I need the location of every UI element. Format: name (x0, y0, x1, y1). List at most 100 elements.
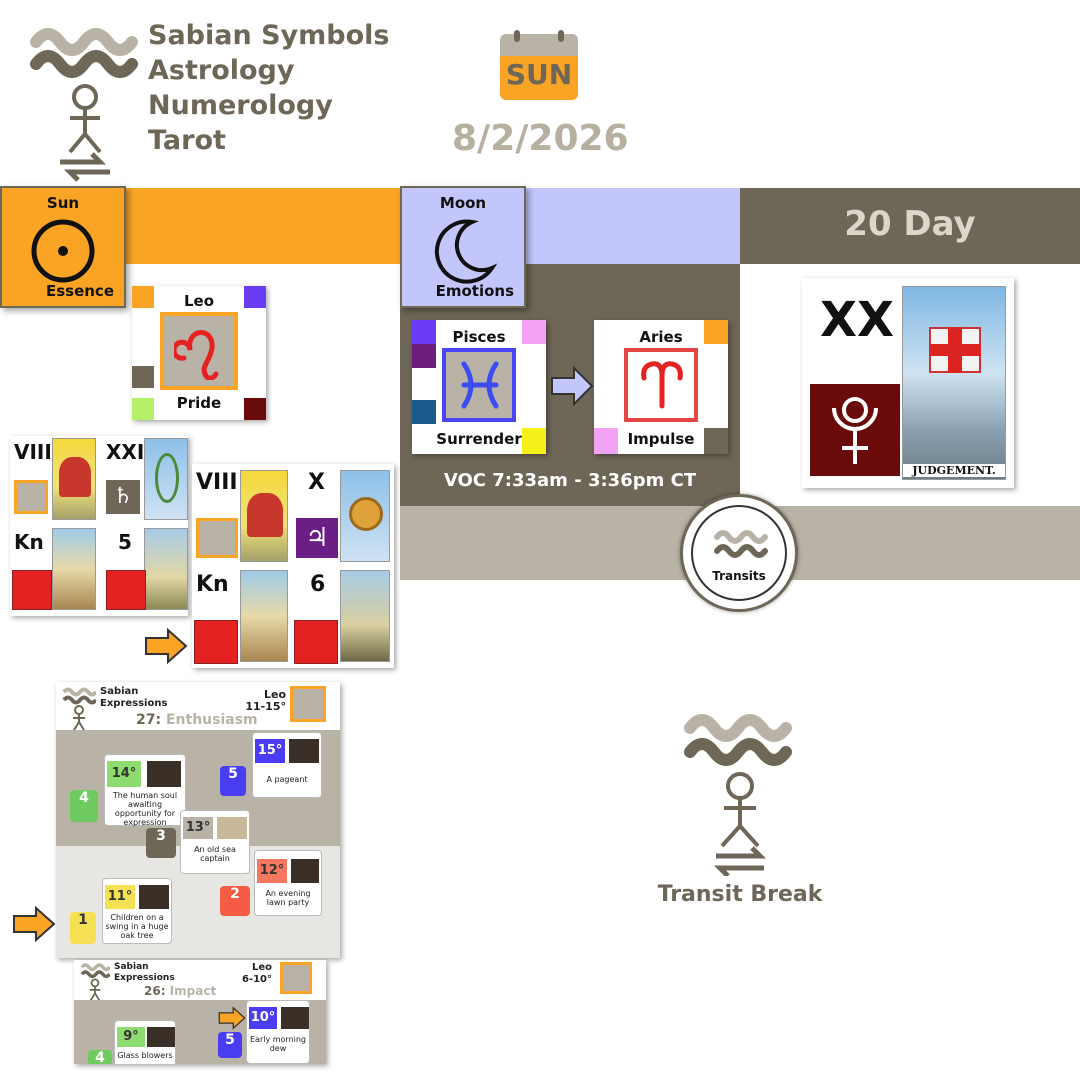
sabian-prev-theme: Impact (169, 984, 217, 998)
strength-card-large (240, 470, 288, 562)
sabian-prev-num-10: 5 (218, 1032, 242, 1058)
tarot-small-numeral-4: 5 (118, 530, 132, 554)
moon-to-sign-keyword: Impulse (627, 430, 695, 448)
sun-symbol-icon (31, 219, 95, 283)
six-wands-card-large (340, 570, 390, 662)
tarot-grid-small: VIII XXI ♄ Kn 5 (10, 436, 188, 616)
sabian-num-11: 1 (70, 912, 96, 944)
moon-box: Moon Emotions (400, 186, 526, 308)
day-card[interactable]: XX JUDGEMENT. (802, 278, 1014, 488)
tarot-small-numeral-3: Kn (14, 530, 44, 554)
knight-wands-card-large (240, 570, 288, 662)
tarot-large-numeral-1: VIII (196, 470, 238, 495)
sabian-main-number: 27: (136, 712, 162, 728)
sabian-text-14: The human soul awaiting opportunity for … (112, 791, 178, 827)
day-band (740, 188, 1080, 264)
sabian-prev-deg-10: 10° (249, 1007, 277, 1029)
aries-glyph-icon (641, 361, 683, 409)
wheel-card-large (340, 470, 390, 562)
transits-button[interactable]: Transits (680, 494, 798, 612)
arrow-right-icon (218, 1006, 246, 1030)
sun-title: Sun (46, 194, 80, 212)
sabian-prev-num-9: 4 (88, 1050, 112, 1064)
saturn-glyph-icon: ♄ (106, 480, 140, 514)
moon-title: Moon (439, 194, 487, 212)
sabian-text-15: A pageant (266, 775, 308, 784)
tarot-large-numeral-2: X (308, 470, 325, 495)
sabian-deg-15: 15° (255, 739, 285, 763)
sabian-figure-logo-icon (30, 28, 138, 182)
leo-glyph-icon (174, 330, 219, 380)
sabian-prev-item-10[interactable]: 10° Early morning dew (246, 1000, 310, 1064)
knight-wands-card-small (52, 528, 96, 610)
moon-subtitle: Emotions (435, 282, 514, 300)
calendar-icon: SUN (500, 30, 578, 100)
sabian-item-13[interactable]: 13° An old sea captain (180, 810, 250, 874)
moon-from-sign-card[interactable]: Pisces Surrender (412, 320, 546, 454)
strength-card-small (52, 438, 96, 520)
sun-box: Sun Essence (0, 186, 126, 308)
arrow-right-icon (13, 906, 56, 942)
transit-break[interactable]: Transit Break (658, 706, 822, 916)
sabian-figure-small-icon (80, 963, 110, 1001)
pisces-glyph-icon (461, 361, 499, 409)
arrow-right-icon (145, 628, 188, 664)
sabian-deg-13: 13° (183, 817, 213, 839)
sabian-item-11[interactable]: 11° Children on a swing in a huge oak tr… (102, 878, 172, 944)
brand-logo (30, 22, 140, 182)
tarot-small-numeral-1: VIII (14, 440, 52, 464)
sabian-main-theme: Enthusiasm (165, 712, 258, 728)
sabian-main-sign: Leo (263, 688, 286, 701)
tarot-grid-large: VIII X ♃ Kn 6 (192, 464, 394, 668)
sun-sign-keyword: Pride (176, 394, 222, 412)
voc-text: VOC 7:33am - 3:36pm CT (443, 470, 697, 491)
sabian-prev-deg-9: 9° (117, 1027, 145, 1047)
jupiter-glyph-icon: ♃ (296, 518, 338, 558)
sabian-deg-11: 11° (105, 885, 135, 909)
sabian-prev-range: 6-10° (241, 974, 272, 985)
sabian-item-12[interactable]: 12° An evening lawn party (254, 850, 322, 916)
sabian-num-12: 2 (220, 886, 250, 916)
brand-text: Sabian Symbols Astrology Numerology Taro… (148, 18, 389, 158)
judgement-caption: JUDGEMENT. (903, 464, 1005, 477)
sabian-figure-large-icon (684, 714, 792, 878)
sabian-prev-number: 26: (144, 984, 166, 998)
sabian-prev-card[interactable]: Sabian Expressions Leo 6-10° 26: Impact … (74, 960, 326, 1064)
brand-line-3: Numerology (148, 90, 333, 121)
arrow-right-icon (551, 366, 594, 406)
sabian-num-14: 4 (70, 790, 98, 822)
sabian-text-11: Children on a swing in a huge oak tree (105, 913, 169, 940)
day-label: 20 Day (844, 204, 976, 244)
pluto-glyph-icon (832, 397, 878, 464)
sabian-prev-sign: Leo (251, 962, 272, 973)
sabian-item-15[interactable]: 15° A pageant (252, 732, 322, 798)
sabian-item-14[interactable]: 14° The human soul awaiting opportunity … (104, 754, 186, 827)
transit-break-label: Transit Break (657, 882, 823, 907)
sabian-prev-text-9: Glass blowers (117, 1051, 173, 1060)
sabian-text-12: An evening lawn party (265, 889, 311, 907)
day-numeral: XX (819, 292, 894, 348)
sabian-deg-14: 14° (107, 761, 141, 787)
tarot-large-numeral-4: 6 (310, 572, 326, 597)
sabian-main-range: 11-15° (245, 700, 286, 713)
brand-line-2: Astrology (148, 55, 295, 86)
five-wands-card-small (144, 528, 188, 610)
sun-sign-name: Leo (183, 292, 215, 310)
moon-to-sign-card[interactable]: Aries Impulse (594, 320, 728, 454)
sabian-prev-item-9[interactable]: 9° Glass blowers (114, 1020, 176, 1064)
moon-from-sign-name: Pisces (452, 328, 506, 346)
moon-to-sign-name: Aries (639, 328, 683, 346)
sabian-deg-12: 12° (257, 859, 287, 883)
sun-subtitle: Essence (45, 282, 114, 300)
sun-sign-card[interactable]: Leo Pride (132, 286, 266, 420)
calendar-day: SUN (505, 58, 573, 91)
transits-label: Transits (712, 569, 766, 583)
brand-line-1: Sabian Symbols (148, 20, 390, 51)
tarot-large-numeral-3: Kn (196, 572, 229, 597)
sabian-prev-header: Sabian Expressions (114, 962, 175, 983)
sabian-num-13: 3 (146, 828, 176, 858)
sabian-figure-small-icon (62, 687, 96, 731)
sabian-prev-text-10: Early morning dew (249, 1035, 307, 1053)
sabian-main-card[interactable]: Sabian Expressions Leo 11-15° 27: Enthus… (56, 682, 340, 958)
sabian-text-13: An old sea captain (194, 845, 236, 863)
